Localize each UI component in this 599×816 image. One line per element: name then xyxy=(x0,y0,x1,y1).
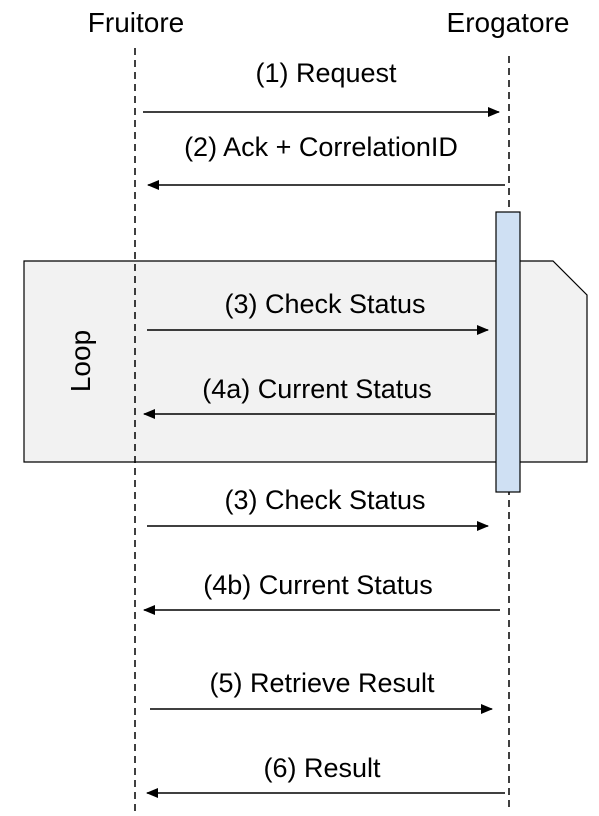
message-label: (3) Check Status xyxy=(224,485,425,515)
message-label: (3) Check Status xyxy=(224,289,425,319)
message-label: (2) Ack + CorrelationID xyxy=(184,132,458,162)
participant-server: Erogatore xyxy=(447,7,570,38)
loop-frame xyxy=(23,260,588,463)
activation-bar xyxy=(495,211,521,493)
loop-label: Loop xyxy=(65,330,96,392)
message-4a-loop: (4a) Current Status xyxy=(143,374,495,419)
message-6: (6) Result xyxy=(146,753,505,798)
message-3-loop: (3) Check Status xyxy=(147,289,489,335)
message-4b: (4b) Current Status xyxy=(143,570,500,615)
message-1: (1) Request xyxy=(143,58,500,117)
message-5: (5) Retrieve Result xyxy=(150,668,493,714)
message-label: (5) Retrieve Result xyxy=(209,668,435,698)
message-label: (1) Request xyxy=(255,58,397,88)
message-label: (4b) Current Status xyxy=(203,570,433,600)
message-label: (6) Result xyxy=(263,753,381,783)
message-2: (2) Ack + CorrelationID xyxy=(147,132,505,190)
participant-client: Fruitore xyxy=(88,7,184,38)
message-label: (4a) Current Status xyxy=(202,374,432,404)
message-3: (3) Check Status xyxy=(147,485,489,531)
